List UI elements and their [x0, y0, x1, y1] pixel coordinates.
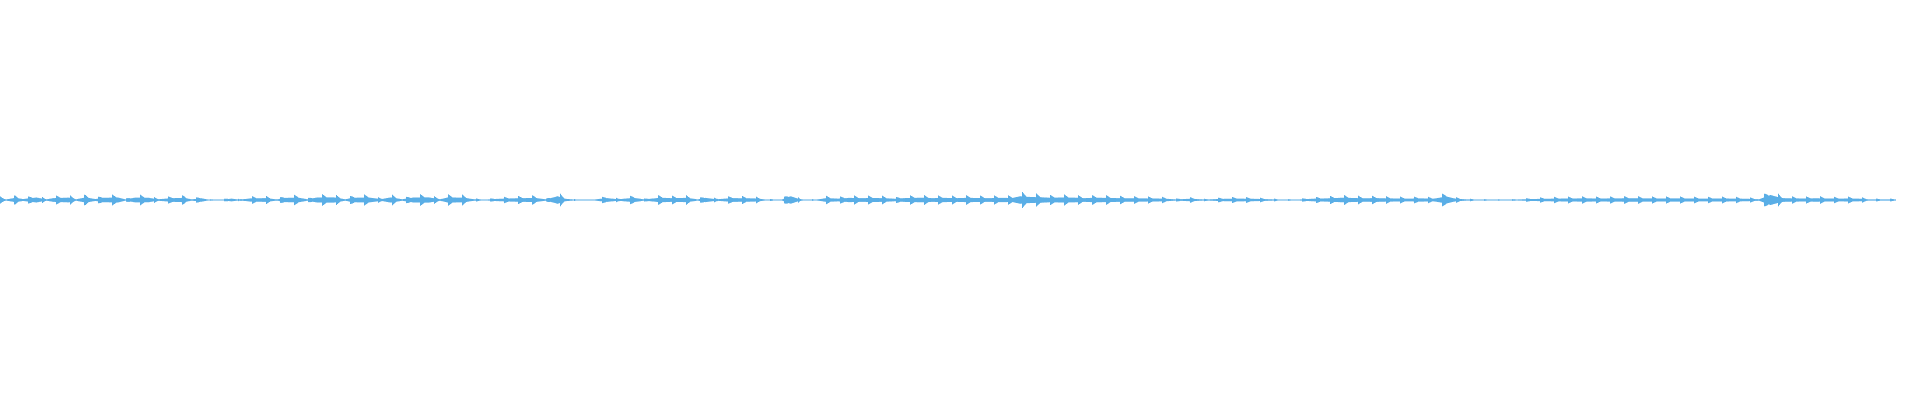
- waveform-samples: [0, 192, 1896, 208]
